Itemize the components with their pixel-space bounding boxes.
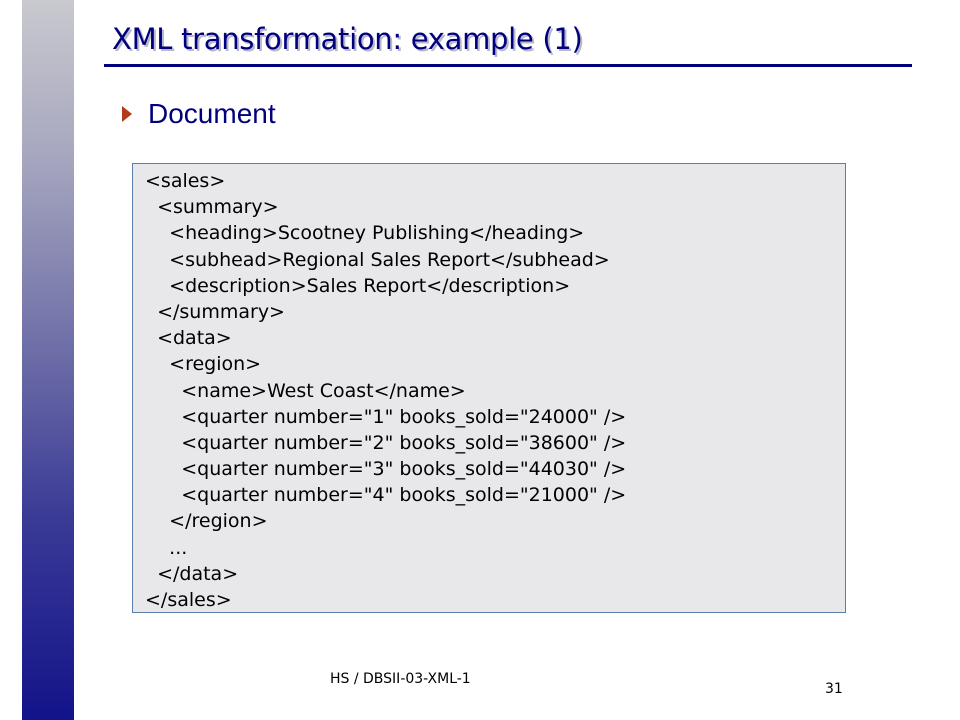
code-line: <heading>Scootney Publishing</heading> <box>145 222 585 245</box>
code-line: <quarter number="1" books_sold="24000" /… <box>145 405 627 428</box>
code-lines: <sales> <summary> <heading>Scootney Publ… <box>145 168 626 613</box>
code-line: <summary> <box>145 196 279 219</box>
code-line: <name>West Coast</name> <box>145 379 466 402</box>
code-line: <description>Sales Report</description> <box>145 274 571 297</box>
code-line: <region> <box>145 353 262 376</box>
code-line: <data> <box>145 327 232 350</box>
code-line: <sales> <box>145 170 226 192</box>
code-line: <subhead>Regional Sales Report</subhead> <box>145 248 610 271</box>
code-line: </sales> <box>145 589 232 611</box>
code-line: <quarter number="4" books_sold="21000" /… <box>145 484 627 507</box>
footer-text: HS / DBSII-03-XML-1 <box>330 671 471 687</box>
side-gradient-bar <box>22 0 74 720</box>
code-line: <quarter number="2" books_sold="38600" /… <box>145 431 627 454</box>
code-line: </summary> <box>145 300 285 323</box>
slide-title-shadow: XML transformation: example (1) <box>114 24 585 58</box>
code-line: ... <box>145 536 188 559</box>
code-line: </data> <box>145 562 239 585</box>
slide-title: XML transformation: example (1) <box>112 22 583 56</box>
xml-code-box: <sales> <summary> <heading>Scootney Publ… <box>132 163 846 613</box>
code-line: <quarter number="3" books_sold="44030" /… <box>145 458 627 481</box>
page-number: 31 <box>825 681 843 697</box>
triangle-bullet-icon <box>122 106 132 122</box>
bullet-item: Document <box>122 96 276 132</box>
title-underline <box>104 64 912 67</box>
code-line: </region> <box>145 510 268 533</box>
bullet-text: Document <box>148 98 276 129</box>
